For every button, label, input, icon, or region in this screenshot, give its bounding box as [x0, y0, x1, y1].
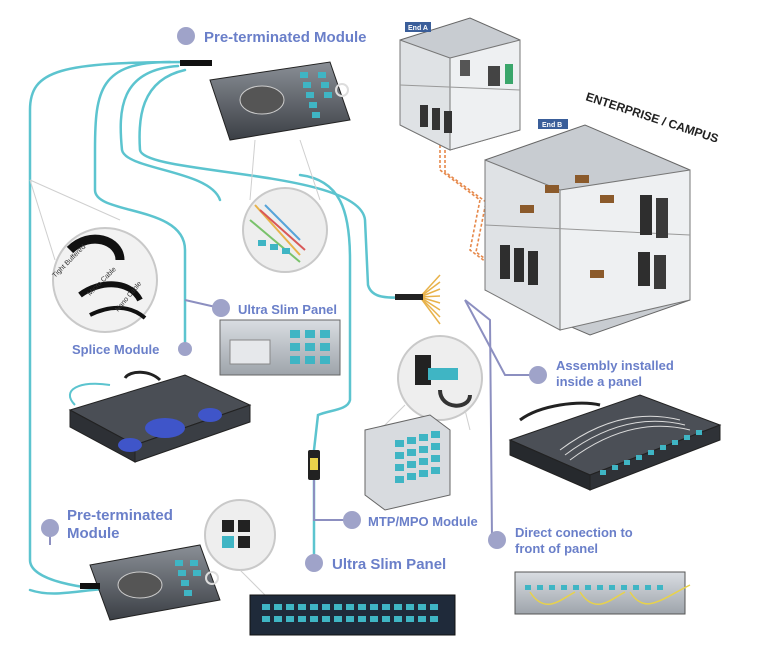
fanout-connector [395, 294, 423, 300]
label-bullets [41, 27, 547, 572]
bullet-ultra-slim-mid [212, 299, 230, 317]
label-direct-1: Direct conection to [515, 525, 633, 540]
mtp-connector-key [310, 458, 318, 470]
bullet-mtp [343, 511, 361, 529]
label-ultra-slim-mid: Ultra Slim Panel [238, 302, 337, 317]
ultra-slim-panel-mid [219, 319, 341, 376]
pre-terminated-module-bottom [80, 544, 221, 621]
bullet-splice [178, 342, 192, 356]
end-b-label: End B [542, 122, 562, 129]
label-pre-terminated-bottom-1: Pre-terminated [67, 507, 173, 524]
label-assembly-1: Assembly installed [556, 358, 674, 373]
label-ultra-slim-bottom: Ultra Slim Panel [332, 556, 446, 573]
splice-module-tray [68, 370, 252, 463]
assembly-panel [508, 394, 722, 491]
link-assembly [464, 299, 530, 376]
cable-mtp [298, 173, 352, 452]
cable-ultra-mid [119, 64, 222, 202]
label-direct-2: front of panel [515, 541, 598, 556]
ultra-slim-panel-bottom [204, 499, 456, 636]
link-direct [464, 299, 493, 541]
label-pre-terminated-top: Pre-terminated Module [204, 29, 367, 46]
label-splice-module: Splice Module [72, 342, 159, 357]
cable-types-magnifier: Tight Buffered Micro Cable Nano Cable [29, 179, 158, 333]
direct-connection-panel [514, 571, 691, 615]
cable-left-trunk [28, 60, 192, 592]
magnifier-top-module [242, 139, 328, 273]
pre-terminated-module-top [180, 60, 351, 141]
link-mtp [313, 480, 345, 521]
mtp-mpo-module [364, 335, 483, 511]
label-pre-terminated-bottom-2: Module [67, 525, 120, 542]
bullet-ultra-slim-bottom [305, 554, 323, 572]
cable-splice [93, 60, 187, 352]
building-end-a: End A [399, 17, 521, 151]
bullet-direct [488, 531, 506, 549]
fanout-breakout [419, 274, 441, 325]
end-a-label: End A [408, 25, 428, 32]
bullet-pre-terminated-top [177, 27, 195, 45]
label-assembly-2: inside a panel [556, 374, 642, 389]
cable-to-building [138, 68, 422, 299]
label-mtp-mpo: MTP/MPO Module [368, 514, 478, 529]
bullet-pre-terminated-bottom [41, 519, 59, 537]
bullet-assembly [529, 366, 547, 384]
